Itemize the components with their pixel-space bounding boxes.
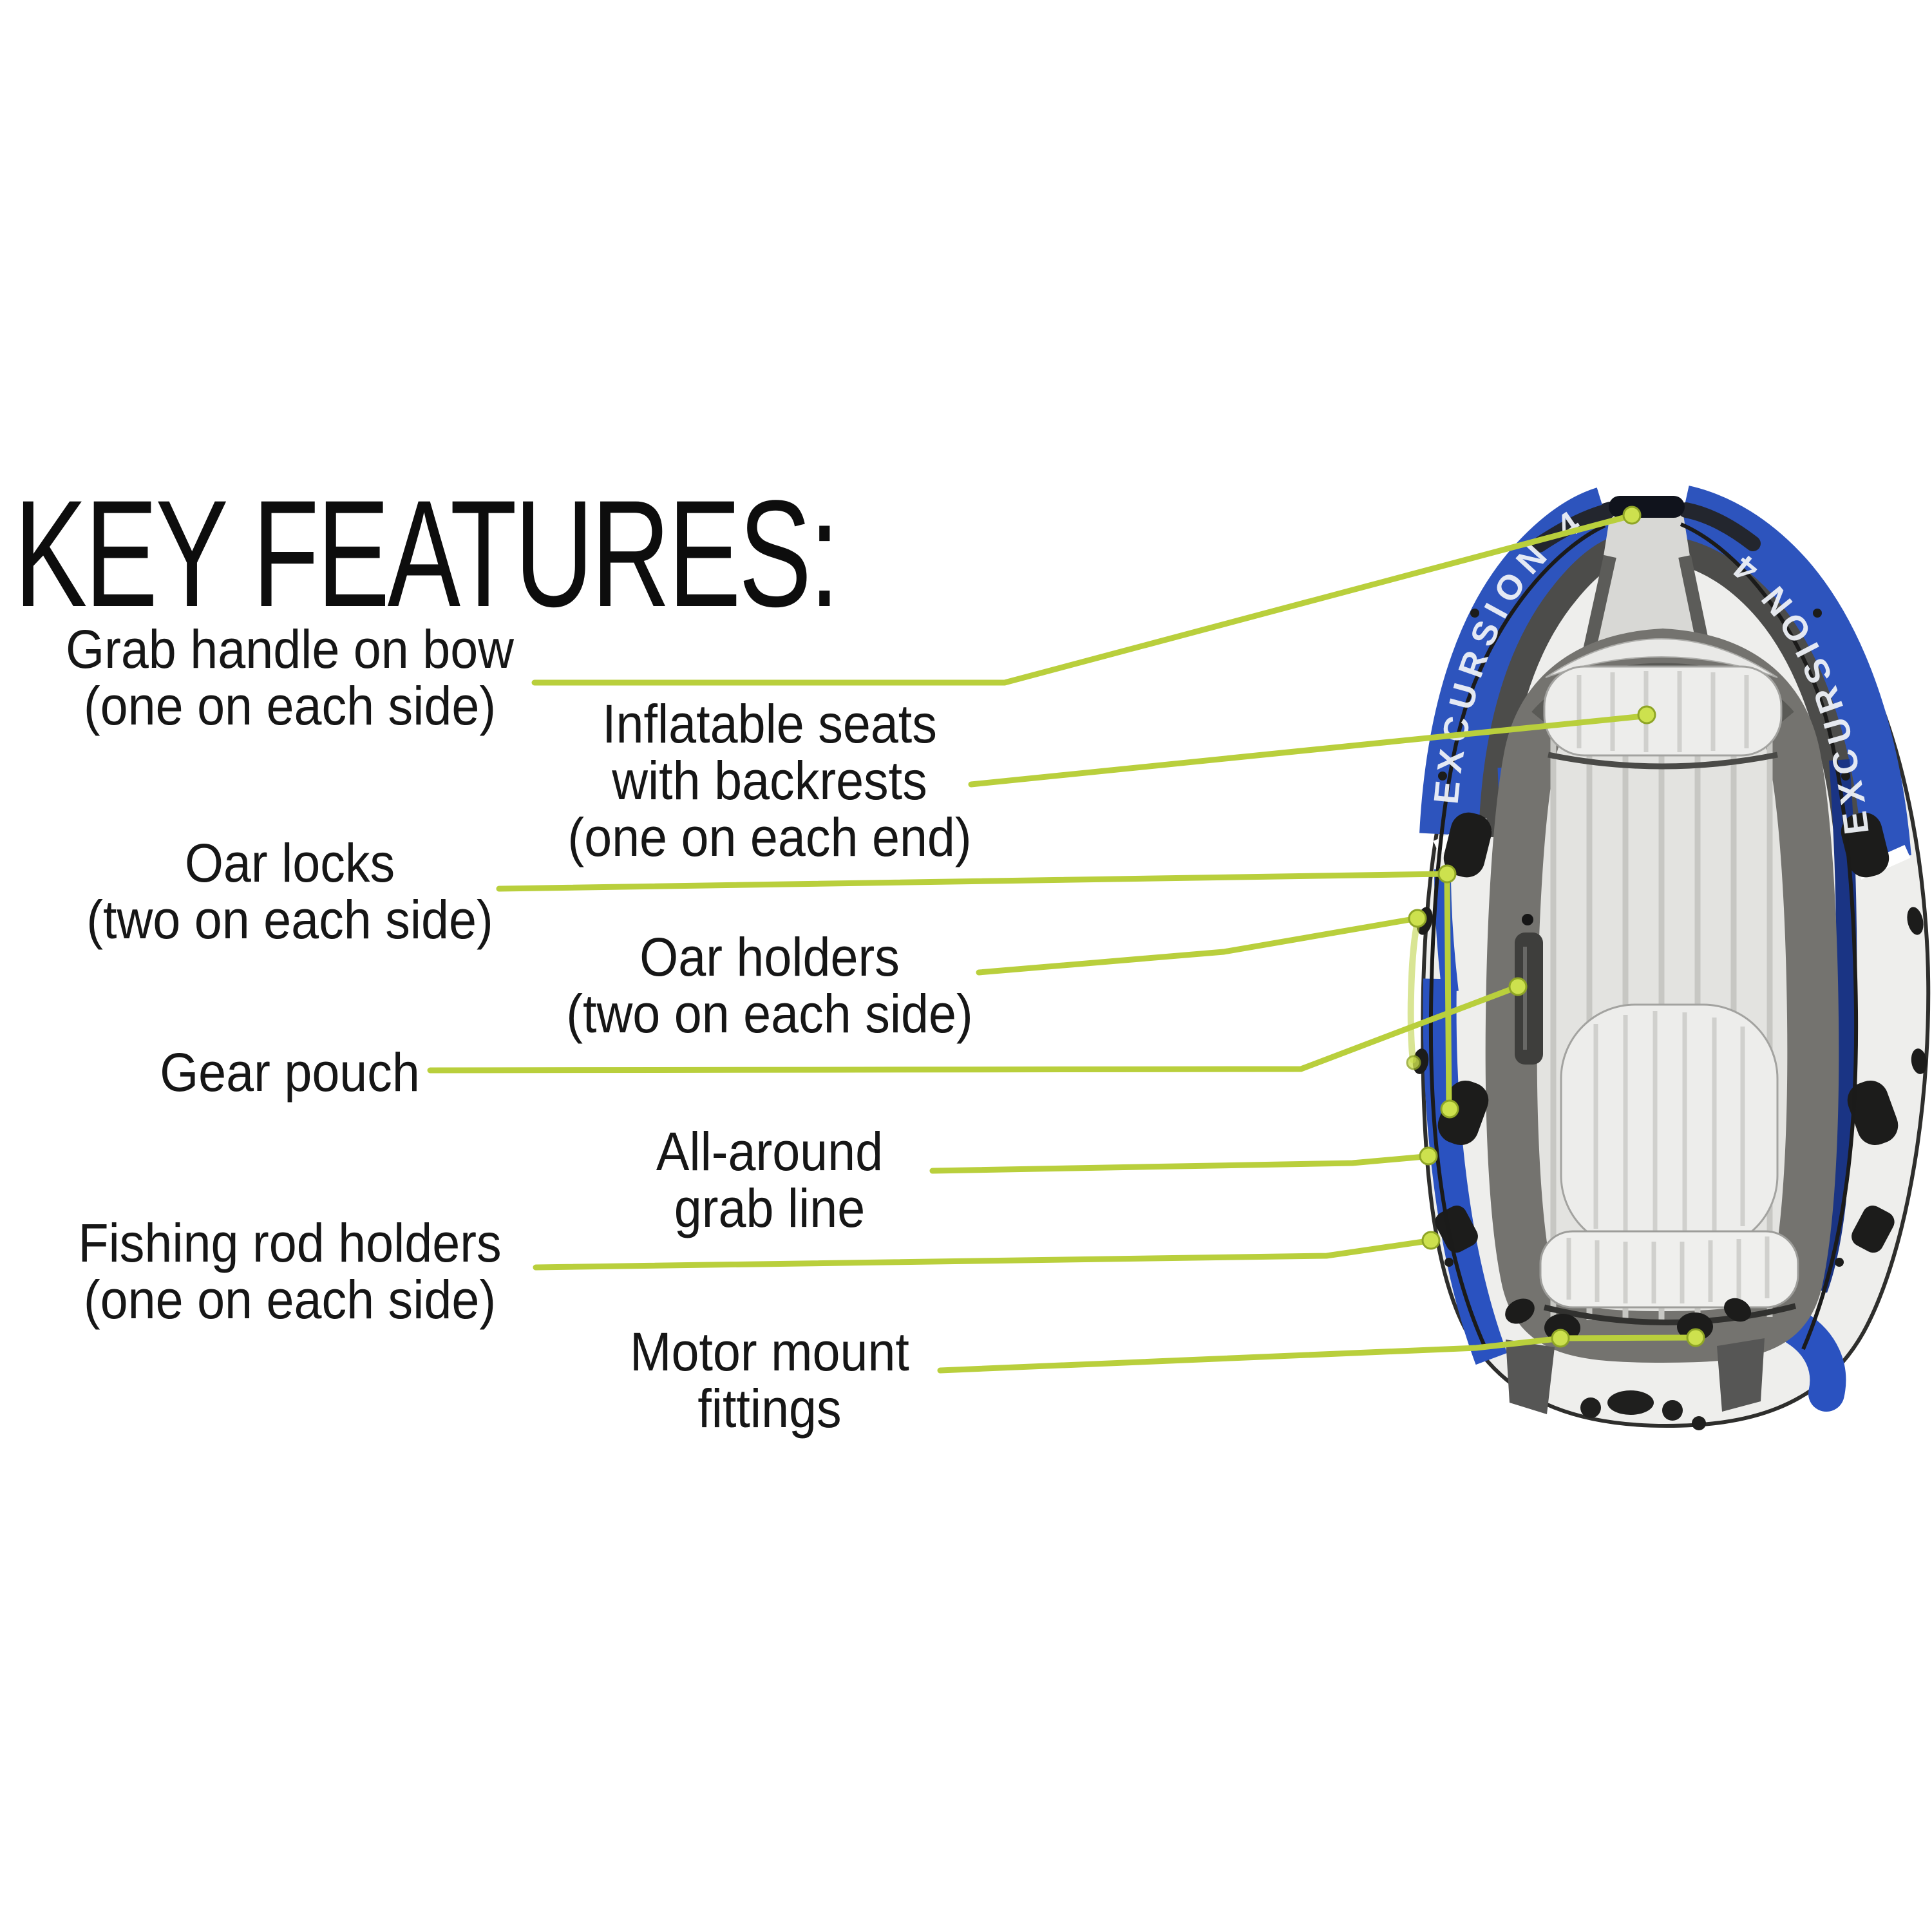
stern-seat-backrest (1560, 1003, 1779, 1251)
callouts (427, 506, 1705, 1374)
boat-dark-band-left (1479, 538, 1619, 838)
feature-label-line: Fishing rod holders (78, 1213, 502, 1273)
callout-fishing-rod-holders (533, 1231, 1441, 1271)
grab-line-rope-right (1680, 522, 1859, 1350)
feature-label-line: All-around (656, 1121, 884, 1182)
stern-valves (1580, 1390, 1706, 1430)
feature-label-line: (two on each side) (86, 889, 493, 950)
side-band-lower-left (1423, 978, 1508, 1365)
rope-guide (1438, 609, 1850, 1267)
callout-dot (1622, 506, 1642, 525)
feature-label-line: (one on each side) (83, 1269, 497, 1330)
callout-dot (1419, 1146, 1438, 1166)
bow-handle-wing (1678, 502, 1761, 551)
feature-label-line: (one on each end) (567, 807, 972, 867)
feature-label-line: Gear pouch (160, 1042, 420, 1103)
bow-grab-handle (1609, 496, 1685, 518)
oar-holder (1907, 907, 1924, 935)
feature-label-grab-handle: Grab handle on bow (one on each side) (47, 621, 533, 734)
fishing-rod-holder (1852, 1206, 1895, 1253)
oar-holder (1911, 1048, 1927, 1074)
feature-label-line: Inflatable seats (602, 694, 937, 754)
bow-wedge (1587, 515, 1707, 662)
callout-dot (1437, 864, 1457, 884)
gear-pouch (1515, 914, 1543, 1065)
feature-label-line: Oar holders (639, 927, 900, 987)
feature-label-all-around-grab-line: All-around grab line (562, 1123, 977, 1236)
feature-label-line: Motor mount (630, 1321, 909, 1382)
side-wedge-right (1779, 1310, 1846, 1412)
callout-grab-handle (531, 506, 1642, 686)
oar-lock (1443, 812, 1492, 878)
feature-label-gear-pouch: Gear pouch (47, 1044, 533, 1101)
callout-dot (1637, 705, 1656, 724)
callout-oar-holders (976, 909, 1427, 1070)
callout-dot (1508, 977, 1528, 996)
feature-label-line: with backrests (612, 750, 927, 811)
callout-dot (1551, 1329, 1570, 1348)
stern-seat-cushion (1539, 1230, 1799, 1325)
feature-label-line: Grab handle on bow (65, 619, 515, 679)
callout-inflatable-seats (968, 705, 1656, 788)
feature-label-line: (two on each side) (566, 983, 973, 1044)
callout-motor-mount-fittings (937, 1328, 1705, 1374)
feature-label-oar-locks: Oar locks (two on each side) (47, 835, 533, 948)
feature-label-fishing-rod-holders: Fishing rod holders (one on each side) (47, 1215, 533, 1328)
callout-dot (1406, 1055, 1421, 1070)
motor-mount-pad (1717, 1338, 1765, 1412)
callout-dot (1408, 909, 1427, 928)
feature-label-line: grab line (674, 1178, 866, 1238)
callout-all-around-grab-line (929, 1146, 1438, 1174)
motor-mount-pad (1506, 1340, 1555, 1414)
feature-label-line: fittings (697, 1378, 842, 1439)
boat-illustration: EXCURSION 4 EXCURSION 4 (1412, 486, 1931, 1430)
bow-crescent (1545, 638, 1778, 678)
page-title: KEY FEATURES: (14, 469, 840, 639)
feature-label-inflatable-seats: Inflatable seats with backrests (one on … (562, 696, 977, 866)
feature-label-line: (one on each side) (83, 676, 497, 736)
callout-dot (1686, 1328, 1705, 1347)
callout-dot (1440, 1099, 1459, 1119)
oar-lock (1847, 1080, 1899, 1146)
callout-dot (1421, 1231, 1441, 1250)
feature-label-line: Oar locks (184, 833, 395, 893)
feature-label-oar-holders: Oar holders (two on each side) (562, 929, 977, 1042)
bow-seat-backrest (1543, 665, 1783, 770)
oar-lock (1841, 812, 1889, 878)
grab-line-rope-left (1428, 524, 1606, 1349)
feature-label-motor-mount-fittings: Motor mount fittings (562, 1323, 977, 1437)
callout-gear-pouch (427, 977, 1528, 1074)
callout-oar-locks (496, 864, 1459, 1119)
